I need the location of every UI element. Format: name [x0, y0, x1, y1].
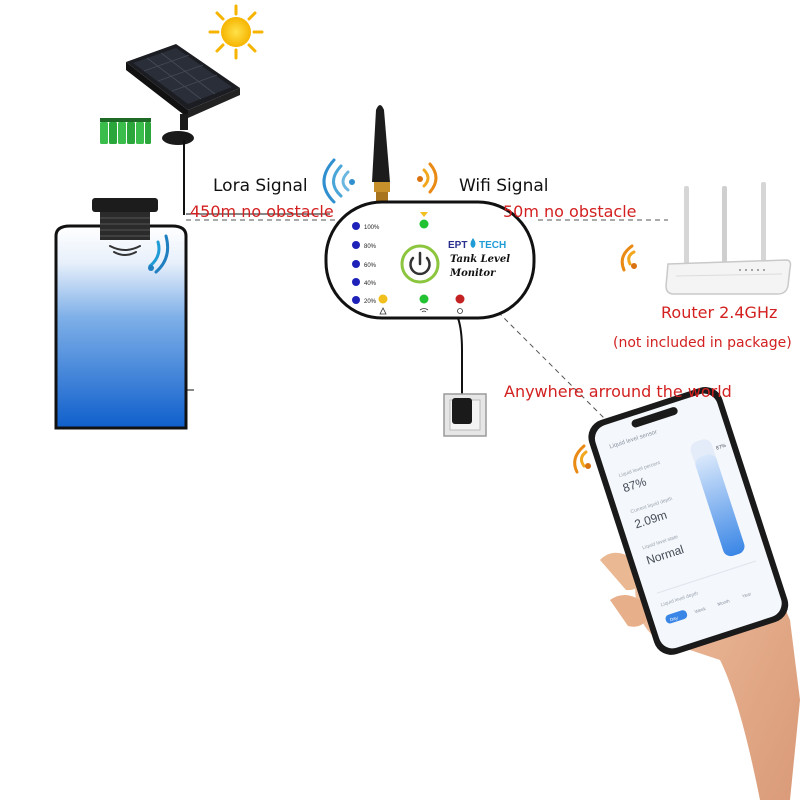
wifi-wave-icon	[148, 234, 170, 274]
level-label-60: 60%	[364, 263, 377, 269]
wifi-wave-icon	[417, 162, 438, 194]
router-name-label: Router 2.4GHz	[661, 303, 778, 322]
router-note-label: (not included in package)	[613, 335, 792, 351]
tab-day[interactable]: Day	[669, 615, 679, 622]
tank-level-monitor	[324, 200, 536, 396]
lora-range-label: 450m no obstacle	[190, 202, 334, 221]
level-label-100: 100%	[364, 225, 380, 231]
wifi-wave-icon	[573, 444, 591, 474]
power-adapter-icon	[443, 393, 487, 437]
level-label-40: 40%	[364, 281, 377, 287]
level-label-80: 80%	[364, 244, 377, 250]
lora-signal-label: Lora Signal	[213, 176, 308, 196]
level-label-20: 20%	[364, 299, 377, 305]
droplet-icon	[470, 238, 476, 248]
tab-month[interactable]: Month	[717, 598, 731, 607]
connection-lines	[186, 219, 668, 421]
battery-icon	[100, 118, 151, 144]
bar-value-label: 87%	[715, 443, 727, 452]
wifi-range-label: 50m no obstacle	[503, 202, 637, 221]
wifi-wave-icon	[620, 244, 637, 272]
router-icon	[665, 182, 792, 295]
smartphone-icon	[588, 387, 789, 655]
monitor-labels: 100% 80% 60% 40% 20% EPT TECH Tank Level…	[364, 225, 510, 305]
tab-year[interactable]: Year	[742, 591, 753, 599]
wifi-signal-label: Wifi Signal	[459, 176, 549, 196]
brand-left: EPT	[448, 240, 467, 251]
anywhere-label: Anywhere arround the world	[504, 382, 732, 401]
title-line2: Monitor	[449, 268, 496, 279]
solar-panel-icon	[126, 44, 240, 215]
level-bar-fill	[695, 454, 745, 557]
water-tank	[54, 224, 194, 430]
sun-icon	[208, 4, 264, 60]
wifi-wave-icon	[322, 158, 355, 204]
title-line1: Tank Level	[450, 254, 510, 265]
antenna-icon	[372, 105, 390, 204]
tab-week[interactable]: Week	[694, 606, 707, 615]
brand-right: TECH	[479, 240, 506, 251]
level-sensor	[92, 198, 158, 256]
